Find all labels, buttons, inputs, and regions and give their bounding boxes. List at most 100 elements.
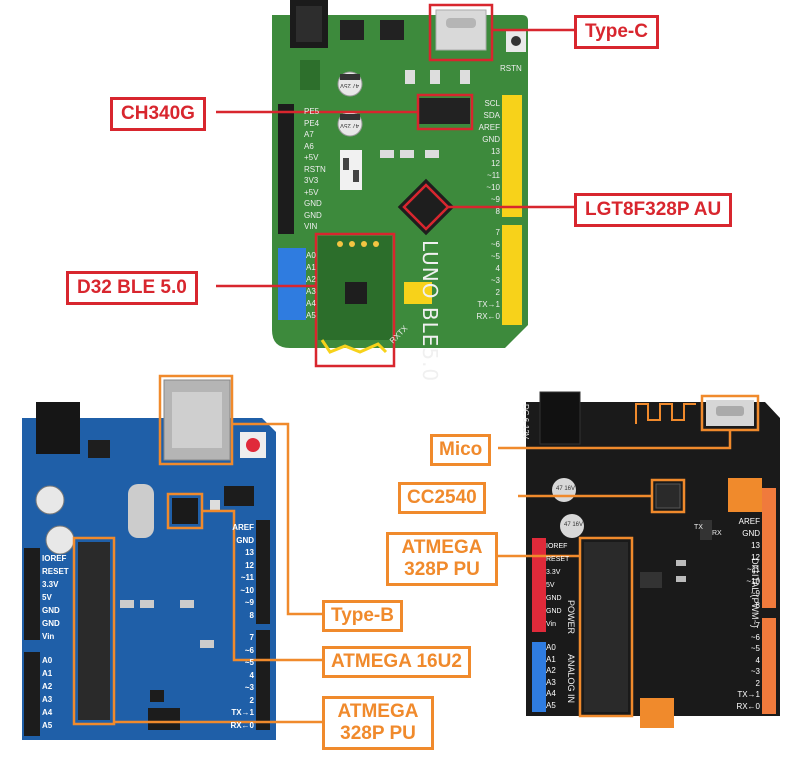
- blue-right-top-pin-labels: AREF GND 13 12 ~11 ~10 ~9 8: [218, 522, 254, 622]
- pin-label: GND: [546, 608, 562, 615]
- pin-label: ~9: [244, 598, 254, 607]
- pin-label: 4: [755, 655, 760, 665]
- atmega328-blue-highlight: [72, 536, 116, 726]
- pin-label: Vin: [546, 621, 556, 628]
- pin-label: A1: [306, 263, 316, 272]
- callout-cc2540: CC2540: [398, 482, 486, 514]
- green-board: [272, 0, 528, 354]
- pin-label: 13: [751, 541, 760, 550]
- pin-label: GND: [304, 199, 322, 208]
- pin-label: GND: [42, 619, 60, 628]
- green-right-top-pin-labels: SCL SDA AREF GND 13 12 ~11 ~10 ~9 8: [470, 98, 500, 218]
- capacitor: [35, 485, 65, 515]
- right-header-top: [502, 95, 522, 217]
- regulator: [340, 20, 364, 40]
- pin-label: 5V: [42, 593, 52, 602]
- pin-label: GND: [546, 595, 562, 602]
- callout-d32-ble: D32 BLE 5.0: [66, 271, 198, 305]
- pin-label: A5: [306, 311, 316, 320]
- pin-label: 13: [491, 147, 500, 156]
- pin-label: ~10: [240, 585, 254, 595]
- pin-label: AREF: [478, 123, 500, 132]
- pin-label: 3V3: [304, 176, 319, 185]
- callout-lines: [72, 3, 760, 726]
- blue-power-pin-labels: IOREF RESET 3.3V 5V GND GND Vin: [42, 552, 69, 643]
- pin-label: 3.3V: [42, 580, 59, 589]
- green-cap-label: 47 25V: [340, 122, 360, 128]
- pin-label: A1: [42, 669, 53, 678]
- pin-label: A2: [306, 275, 316, 284]
- pin-label: VIN: [304, 222, 318, 231]
- pin-label: A1: [546, 654, 556, 664]
- pin-label: ~5: [244, 658, 254, 667]
- pin-label: A4: [546, 689, 556, 698]
- left-header: [278, 104, 294, 234]
- green-silk-title: LUNO BLE5.0: [418, 240, 442, 383]
- pin-label: ~3: [244, 683, 254, 692]
- icsp-header: [148, 708, 180, 730]
- black-right-bottom-pin-labels: 7 ~6 ~5 4 ~3 2 TX→1 RX←0: [718, 620, 760, 712]
- pin-label: 12: [751, 553, 760, 562]
- pin-label: 3.3V: [546, 569, 561, 576]
- pin-label: ~6: [490, 240, 500, 249]
- pin-label: 8: [755, 601, 760, 610]
- callout-line-2: 328P PU: [404, 559, 480, 580]
- pin-label: +5V: [304, 153, 319, 162]
- black-power-pin-labels: IOREF RESET 3.3V 5V GND GND Vin: [546, 540, 569, 631]
- typec-connector: [435, 9, 487, 51]
- atmega16u2-chip: [172, 498, 198, 524]
- black-board: [526, 391, 780, 728]
- pin-label: 8: [495, 207, 500, 216]
- black-tx-label: TX: [694, 524, 703, 531]
- pin-label: A0: [546, 643, 556, 652]
- analog-header: [24, 652, 40, 736]
- pin-label: ~10: [486, 183, 500, 192]
- pin-label: 7: [755, 621, 760, 630]
- pin-label: IOREF: [42, 554, 67, 563]
- pin-label: AREF: [232, 523, 254, 532]
- atmega328p-chip: [78, 542, 110, 720]
- pin-label: TX→1: [477, 300, 500, 309]
- pin-label: PE5: [304, 107, 320, 116]
- pin-label: GND: [42, 606, 60, 615]
- black-cap-label: 47 16V: [556, 486, 576, 492]
- pin-label: A2: [42, 682, 53, 691]
- d32-highlight: [314, 232, 396, 368]
- pin-label: ~5: [750, 644, 760, 653]
- pin-label: ~9: [490, 195, 500, 204]
- pin-label: GND: [304, 210, 322, 220]
- pin-label: ~6: [244, 645, 254, 655]
- typeb-highlight: [158, 374, 234, 466]
- capacitor: [45, 525, 75, 555]
- pin-label: ~11: [240, 573, 254, 582]
- typec-highlight: [428, 3, 494, 62]
- pin-label: A6: [304, 141, 314, 151]
- callout-line-1: ATMEGA: [401, 537, 483, 558]
- callout-lgt8f328p: LGT8F328P AU: [574, 193, 733, 227]
- green-left-pin-labels: PE5 PE4 A7 A6 +5V RSTN 3V3 +5V GND GND V…: [304, 106, 326, 233]
- pin-label: ~9: [750, 589, 760, 598]
- blue-analog-pin-labels: A0 A1 A2 A3 A4 A5: [42, 654, 52, 732]
- pin-label: A4: [42, 708, 53, 717]
- pin-label: A5: [546, 700, 556, 710]
- green-cap-label: 47 25V: [340, 82, 360, 88]
- green-analog-pin-labels: A0 A1 A2 A3 A4 A5: [306, 250, 316, 322]
- pin-label: PE4: [304, 118, 320, 128]
- pin-label: 2: [755, 678, 760, 688]
- power-header: [24, 548, 40, 640]
- black-rx-label: RX: [712, 530, 722, 537]
- pin-label: 2: [249, 695, 254, 705]
- callout-line-1: ATMEGA: [337, 701, 419, 722]
- pin-label: 13: [245, 548, 254, 557]
- callout-typec: Type-C: [574, 15, 659, 49]
- ble-antenna: [320, 339, 388, 354]
- pin-label: ~10: [746, 577, 760, 586]
- pin-label: ~11: [747, 565, 760, 574]
- pin-label: ~11: [487, 171, 500, 180]
- pin-label: A3: [546, 677, 556, 687]
- callout-line-2: 328P PU: [340, 723, 416, 744]
- pin-label: RX←0: [476, 312, 500, 321]
- callout-atmega16u2: ATMEGA 16U2: [322, 646, 471, 678]
- atmega328-black-highlight: [578, 536, 634, 718]
